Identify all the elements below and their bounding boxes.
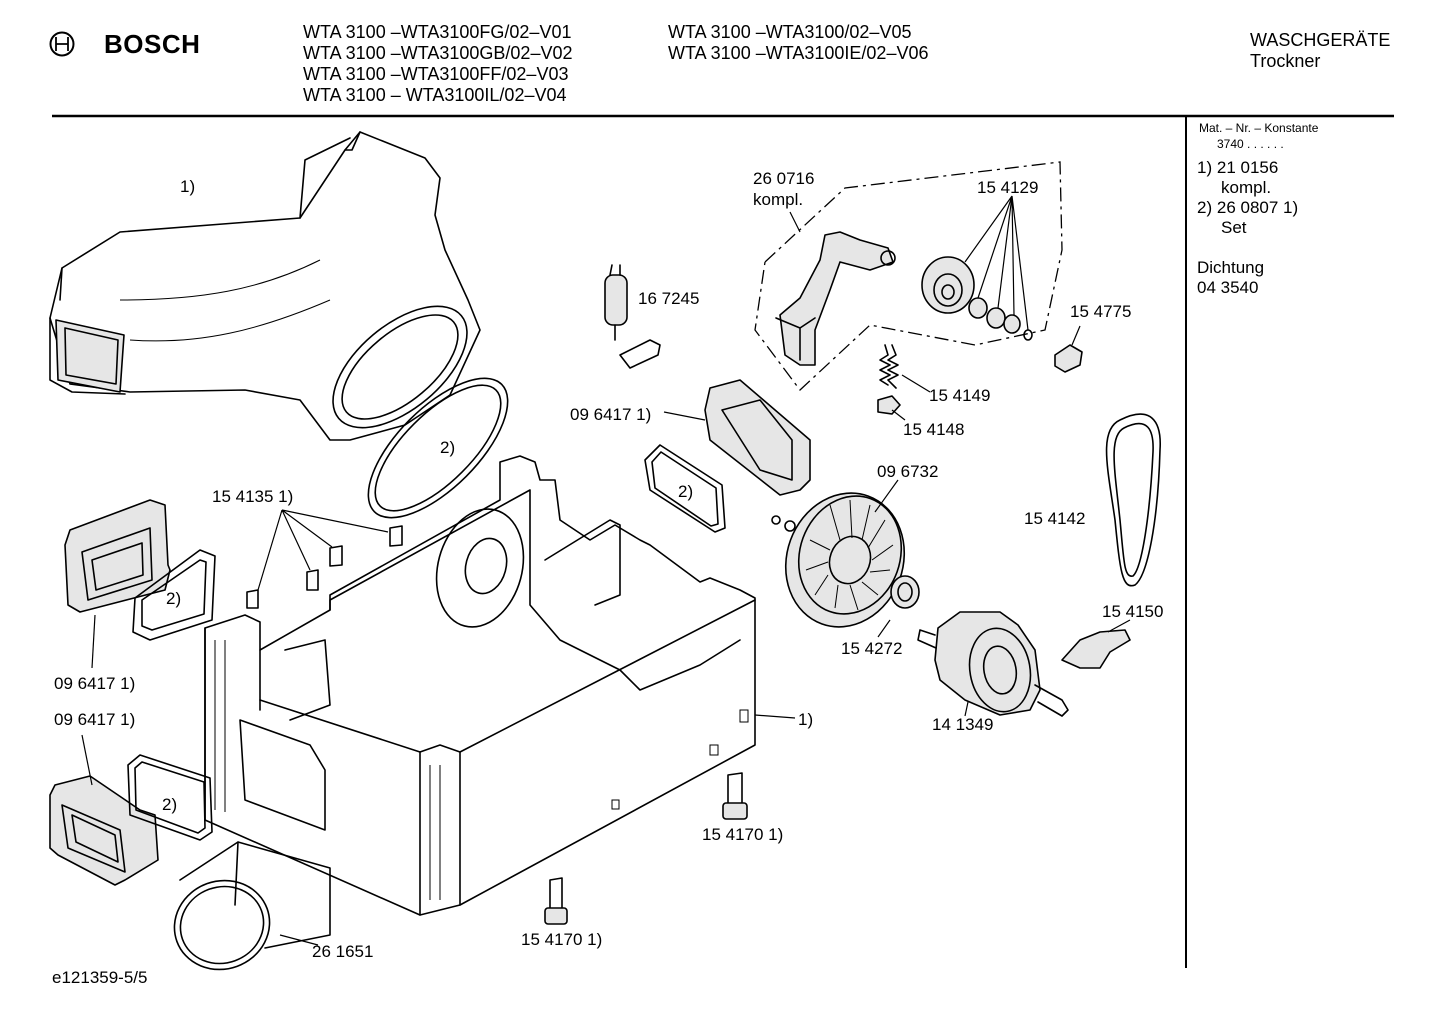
note-id: 1) bbox=[1197, 158, 1213, 177]
tensioner-drawing bbox=[775, 211, 896, 366]
seal-mid-drawing bbox=[644, 444, 726, 533]
model-line: WTA 3100 –WTA3100/02–V05 bbox=[668, 22, 912, 42]
part-label-flange-bottom: 09 6417 1) bbox=[54, 710, 136, 729]
part-label-spring-clip: 15 4148 bbox=[903, 420, 965, 439]
note-number: 26 0807 1) bbox=[1216, 198, 1299, 217]
part-label-bushing: 15 4272 bbox=[841, 639, 903, 658]
capacitor-drawing bbox=[604, 264, 661, 369]
note-1: 1) 21 0156 kompl. bbox=[1197, 158, 1278, 198]
spring-clip-drawing bbox=[877, 395, 906, 421]
model-list-left: WTA 3100 –WTA3100FG/02–V01 WTA 3100 –WTA… bbox=[303, 22, 572, 106]
part-label-seal-mid: 2) bbox=[678, 482, 694, 501]
housing-drawing bbox=[204, 455, 756, 916]
part-label-adapter: 26 1651 bbox=[312, 942, 374, 961]
part-label-belt: 15 4142 bbox=[1024, 509, 1086, 528]
part-label-screw-bottom: 15 4170 1) bbox=[521, 930, 603, 949]
knob-drawing bbox=[1054, 325, 1083, 373]
part-label-tensioner: 26 0716 bbox=[753, 169, 815, 188]
flange-bottom-drawing bbox=[49, 734, 159, 886]
note-id: 2) bbox=[1197, 198, 1213, 217]
model-line: WTA 3100 –WTA3100FG/02–V01 bbox=[303, 22, 572, 42]
seal-left-drawing bbox=[132, 549, 216, 641]
bushing-drawing bbox=[877, 575, 920, 638]
seal-bottom-drawing bbox=[127, 754, 213, 841]
note-text: Set bbox=[1221, 218, 1247, 237]
part-label-flange-mid: 09 6417 1) bbox=[570, 405, 652, 424]
part-label-bearing-clamp: 15 4150 bbox=[1102, 602, 1164, 621]
category-subtitle: Trockner bbox=[1250, 51, 1321, 71]
document-id: e121359-5/5 bbox=[52, 968, 148, 987]
note-number: 21 0156 bbox=[1216, 158, 1279, 177]
part-label-spring: 15 4149 bbox=[929, 386, 991, 405]
clip-drawings bbox=[246, 509, 403, 609]
bearing-clamp-drawing bbox=[1061, 619, 1131, 669]
part-label-fan: 09 6732 bbox=[877, 462, 939, 481]
mat-label: Mat. – Nr. – Konstante bbox=[1199, 121, 1319, 135]
air-duct-drawing bbox=[49, 131, 481, 441]
fan-drawing bbox=[771, 479, 906, 628]
model-line: WTA 3100 – WTA3100IL/02–V04 bbox=[303, 85, 567, 105]
part-label-clips: 15 4135 1) bbox=[212, 487, 294, 506]
part-label-seal-big: 2) bbox=[440, 438, 456, 457]
screw-right-drawing bbox=[722, 772, 748, 820]
spring-drawing bbox=[879, 344, 931, 393]
model-list-right: WTA 3100 –WTA3100/02–V05 WTA 3100 –WTA31… bbox=[668, 22, 928, 64]
category-block: WASCHGERÄTE Trockner bbox=[1250, 30, 1390, 72]
seal-number: 04 3540 bbox=[1197, 278, 1259, 297]
seal-oval-drawing bbox=[367, 377, 509, 519]
part-label-screw-right: 15 4170 1) bbox=[702, 825, 784, 844]
part-label-tensioner-note: kompl. bbox=[753, 190, 804, 209]
adapter-drawing bbox=[173, 841, 331, 971]
note-2: 2) 26 0807 1) Set bbox=[1197, 198, 1298, 238]
flange-mid-drawing bbox=[663, 379, 811, 496]
flange-left-drawing bbox=[64, 499, 171, 669]
model-line: WTA 3100 –WTA3100IE/02–V06 bbox=[668, 43, 929, 63]
belt-drawing bbox=[1105, 413, 1161, 587]
seal-label: Dichtung bbox=[1197, 258, 1265, 277]
part-label-pulleys: 15 4129 bbox=[977, 178, 1039, 197]
part-label-flange-left: 09 6417 1) bbox=[54, 674, 136, 693]
brand-logo: BOSCH bbox=[104, 29, 201, 59]
bosch-logo-icon bbox=[49, 31, 75, 57]
part-label-knob: 15 4775 bbox=[1070, 302, 1132, 321]
mat-value: 3740 . . . . . . bbox=[1217, 137, 1284, 151]
model-line: WTA 3100 –WTA3100FF/02–V03 bbox=[303, 64, 569, 84]
tensioner-group-outline bbox=[754, 161, 1063, 391]
part-label-seal-left: 2) bbox=[166, 589, 182, 608]
part-label-duct: 1) bbox=[180, 177, 196, 196]
seal-note: Dichtung 04 3540 bbox=[1197, 258, 1264, 298]
pulleys-drawing bbox=[921, 195, 1033, 341]
note-text: kompl. bbox=[1221, 178, 1272, 197]
motor-drawing bbox=[917, 611, 1069, 717]
part-label-housing: 1) bbox=[798, 710, 814, 729]
category-title: WASCHGERÄTE bbox=[1250, 30, 1391, 50]
part-label-capacitor: 16 7245 bbox=[638, 289, 700, 308]
model-line: WTA 3100 –WTA3100GB/02–V02 bbox=[303, 43, 573, 63]
part-label-seal-bottom: 2) bbox=[162, 795, 178, 814]
screw-bottom-drawing bbox=[544, 877, 568, 925]
part-label-motor: 14 1349 bbox=[932, 715, 994, 734]
